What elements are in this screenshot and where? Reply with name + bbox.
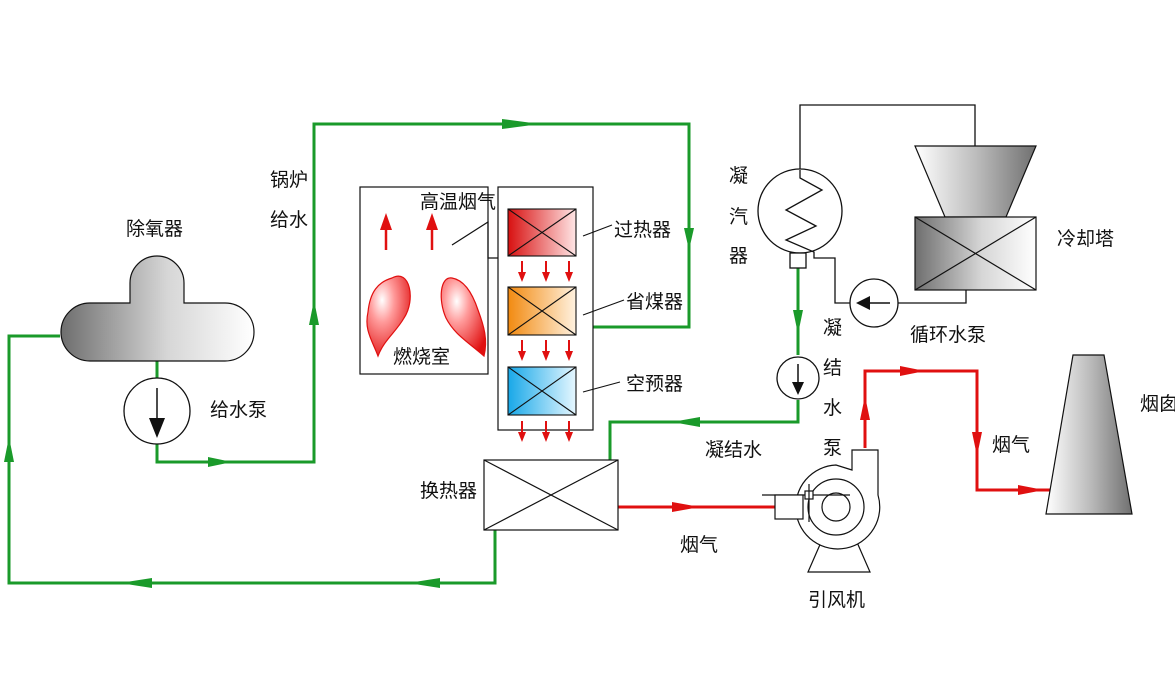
arrow-down (684, 228, 694, 250)
arrow-up (4, 437, 14, 462)
label-superheater: 过热器 (614, 219, 671, 241)
economizer (507, 286, 577, 336)
condenser-coil (784, 170, 852, 304)
arrow-right (208, 457, 232, 467)
label-cond-pump-3: 水 (823, 397, 842, 419)
arrow-down (793, 310, 803, 334)
flame-left (366, 275, 411, 358)
label-air-preheater: 空预器 (626, 373, 683, 395)
condenser (757, 104, 976, 304)
label-cooling-tower: 冷却塔 (1057, 228, 1114, 250)
label-feed-pump: 给水泵 (210, 399, 267, 421)
return-line (7, 334, 497, 585)
label-flue-gas-bottom: 烟气 (680, 534, 718, 556)
feed-water-pump (123, 377, 191, 445)
arrow-left (408, 578, 440, 588)
arrow-up (309, 300, 319, 325)
superheater (507, 208, 577, 257)
label-flue-gas-right: 烟气 (992, 434, 1030, 456)
label-boiler-feed-1: 锅炉 (270, 169, 308, 191)
label-heat-exchanger: 换热器 (420, 480, 477, 502)
arrow-right (1018, 485, 1044, 495)
cooling-tower (914, 145, 1037, 291)
labels: 除氧器 锅炉 给水 给水泵 高温烟气 燃烧室 过热器 省煤器 空预器 换热器 凝… (126, 165, 1175, 611)
cooling-water-loop (799, 104, 976, 170)
deaerator-body (60, 255, 255, 362)
label-cond-pump-4: 泵 (823, 437, 842, 459)
nose-baffle (451, 220, 498, 259)
induced-draft-fan (762, 449, 881, 573)
label-condenser-3: 器 (729, 245, 748, 267)
fan-to-chimney-line (863, 369, 1050, 492)
air-preheater (507, 366, 577, 416)
deaerator (60, 255, 255, 362)
label-condenser-2: 汽 (729, 206, 748, 228)
condensate-line (608, 400, 800, 460)
label-deaerator: 除氧器 (126, 218, 183, 240)
label-circ-pump: 循环水泵 (910, 324, 986, 346)
label-cond-pump-1: 凝 (823, 317, 842, 339)
label-condensate: 凝结水 (705, 439, 762, 461)
pump-outlet-line (155, 122, 691, 464)
label-hot-flue-gas: 高温烟气 (420, 191, 496, 213)
arrow-right (672, 502, 700, 512)
gas-down-arrows (518, 261, 573, 442)
label-induced-fan: 引风机 (808, 589, 865, 611)
leader-lines (582, 224, 625, 393)
arrow-left (672, 417, 700, 427)
feedwater-arrows (4, 119, 803, 588)
arrow-left (120, 578, 152, 588)
arrow-down (972, 432, 982, 456)
hot-gas-arrows (380, 213, 438, 250)
heat-exchanger (483, 459, 619, 531)
label-economizer: 省煤器 (626, 291, 683, 313)
arrow-up (860, 396, 870, 420)
chimney (1045, 354, 1133, 515)
label-chimney: 烟囱 (1140, 393, 1175, 415)
flue-gas-arrows (672, 366, 1044, 512)
condensate-pump (776, 356, 820, 400)
label-boiler-feed-2: 给水 (270, 209, 308, 231)
arrow-right (900, 366, 925, 376)
label-condenser-1: 凝 (729, 165, 748, 187)
arrow-right (502, 119, 540, 129)
label-combustion-chamber: 燃烧室 (393, 346, 450, 368)
label-cond-pump-2: 结 (823, 357, 842, 379)
feedwater-lines (7, 122, 800, 585)
flame-right (440, 277, 487, 358)
circulating-water-pump (849, 278, 899, 328)
circ-return-line (897, 290, 967, 304)
